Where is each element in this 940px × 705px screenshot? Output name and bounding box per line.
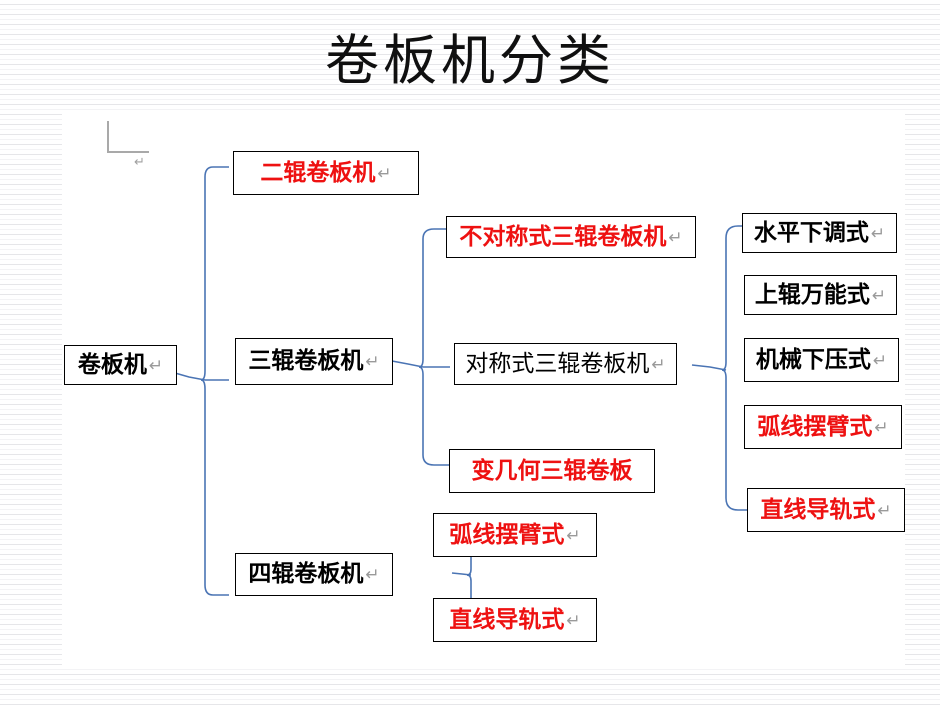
- node-three-roll-label: 三辊卷板机: [248, 348, 364, 374]
- return-mark-icon: ↵: [651, 354, 666, 375]
- node-asymmetric-three-roll[interactable]: 不对称式三辊卷板机 ↵: [446, 216, 696, 258]
- text-boundary-corner-icon: [107, 121, 149, 153]
- node-four-roll-label: 四辊卷板机: [248, 561, 364, 587]
- node-linear-guide-label: 直线导轨式: [760, 496, 876, 523]
- return-mark-icon: ↵: [877, 500, 892, 521]
- node-variable-geometry-three-roll-label: 变几何三辊卷板: [471, 457, 633, 484]
- node-horizontal-down-adjust[interactable]: 水平下调式 ↵: [742, 213, 897, 253]
- return-mark-icon: ↵: [874, 417, 889, 438]
- connector-root-to-level2: [174, 161, 235, 601]
- node-arc-swing-arm-label: 弧线摆臂式: [757, 413, 873, 440]
- node-root-label: 卷板机: [77, 351, 147, 378]
- node-arc-swing-arm-four-roll-label: 弧线摆臂式: [449, 521, 565, 548]
- node-two-roll-label: 二辊卷板机: [260, 159, 376, 186]
- node-linear-guide[interactable]: 直线导轨式 ↵: [747, 488, 905, 532]
- return-mark-icon: ↵: [668, 227, 683, 248]
- connector-threeroll-to-level3: [391, 221, 452, 471]
- return-mark-icon: ↵: [871, 285, 887, 306]
- node-symmetric-three-roll[interactable]: 对称式三辊卷板机 ↵: [454, 343, 677, 385]
- stray-return-mark: ↵: [134, 155, 145, 170]
- node-root[interactable]: 卷板机 ↵: [64, 345, 177, 385]
- node-mechanical-down-press-label: 机械下压式: [755, 346, 871, 373]
- node-top-roll-universal-label: 上辊万能式: [754, 281, 870, 308]
- node-four-roll[interactable]: 四辊卷板机 ↵: [235, 553, 393, 596]
- node-asymmetric-three-roll-label: 不对称式三辊卷板机: [459, 223, 667, 250]
- node-linear-guide-four-roll-label: 直线导轨式: [449, 606, 565, 633]
- return-mark-icon: ↵: [566, 610, 581, 631]
- node-symmetric-three-roll-label: 对称式三辊卷板机: [465, 350, 650, 377]
- node-top-roll-universal[interactable]: 上辊万能式 ↵: [744, 275, 897, 315]
- return-mark-icon: ↵: [870, 223, 886, 244]
- node-mechanical-down-press[interactable]: 机械下压式 ↵: [744, 338, 899, 382]
- node-three-roll[interactable]: 三辊卷板机 ↵: [235, 338, 393, 385]
- return-mark-icon: ↵: [872, 350, 888, 371]
- page-title: 卷板机分类: [325, 29, 615, 92]
- node-variable-geometry-three-roll[interactable]: 变几何三辊卷板: [449, 449, 655, 493]
- node-linear-guide-four-roll[interactable]: 直线导轨式 ↵: [433, 598, 597, 642]
- return-mark-icon: ↵: [365, 352, 380, 372]
- return-mark-icon: ↵: [377, 163, 392, 184]
- content-panel: ↵: [62, 113, 905, 666]
- node-arc-swing-arm[interactable]: 弧线摆臂式 ↵: [744, 405, 902, 449]
- return-mark-icon: ↵: [566, 525, 581, 546]
- node-horizontal-down-adjust-label: 水平下调式: [753, 219, 869, 246]
- return-mark-icon: ↵: [148, 355, 164, 376]
- node-arc-swing-arm-four-roll[interactable]: 弧线摆臂式 ↵: [433, 513, 597, 557]
- node-two-roll[interactable]: 二辊卷板机 ↵: [233, 151, 419, 195]
- return-mark-icon: ↵: [365, 565, 380, 585]
- connector-symmetric-to-level4: [691, 218, 752, 518]
